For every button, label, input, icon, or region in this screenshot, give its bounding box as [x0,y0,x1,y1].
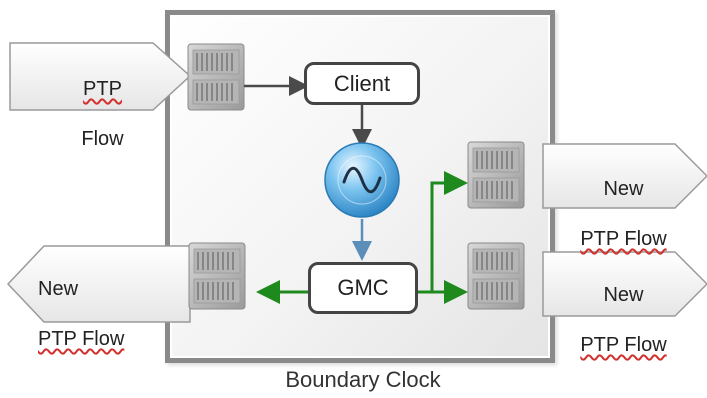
input-flow-shape [9,42,192,111]
oscillator-icon [324,142,400,218]
output-flow-bottom-shape [542,251,707,317]
client-box: Client [304,62,420,105]
flow-label-line1: New [603,284,644,306]
flow-label-line2: PTP Flow [580,334,667,356]
arrow-gmc-to-right-top [430,171,468,292]
flow-label-line2: PTP Flow [38,328,125,350]
gmc-box: GMC [308,262,418,314]
flow-label-line2: Flow [81,128,124,150]
flow-label-line1: New [603,178,644,200]
output-flow-left-shape [6,245,191,323]
switch-icon [187,43,245,111]
flow-label-line2: PTP Flow [580,228,667,250]
flow-label-line1: New [38,278,79,300]
output-flow-left-label: New PTP Flow [38,252,188,352]
switch-icon [467,242,525,310]
output-flow-bottom-label: New PTP Flow [556,258,691,358]
boundary-clock-caption: Boundary Clock [285,367,441,392]
output-flow-top-label: New PTP Flow [556,152,691,252]
switch-icon [188,242,246,310]
switch-icon [467,141,525,209]
input-flow-label: PTP Flow [55,52,150,152]
flow-label-line1: PTP [83,78,122,100]
output-flow-top-shape [542,143,707,209]
